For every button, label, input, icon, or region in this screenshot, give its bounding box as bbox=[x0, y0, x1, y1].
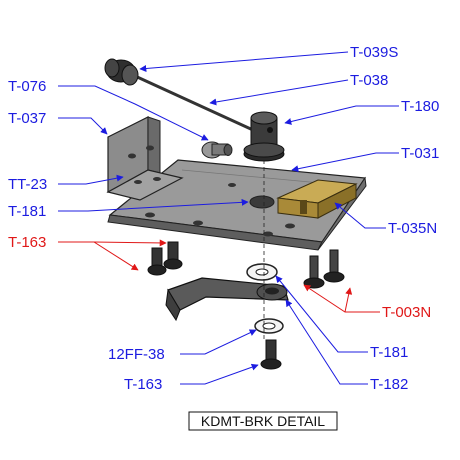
leader-t163b bbox=[180, 363, 259, 385]
leader-lines bbox=[58, 51, 399, 385]
callout-t031: T-031 bbox=[401, 145, 439, 162]
screw-lower bbox=[260, 339, 282, 370]
leader-t003n-2 bbox=[344, 287, 353, 313]
leader-t031 bbox=[291, 152, 399, 173]
callout-t039s: T-039S bbox=[350, 44, 398, 61]
angle-bracket bbox=[106, 116, 184, 201]
handle-assembly bbox=[104, 58, 254, 132]
callout-t076: T-076 bbox=[8, 78, 46, 95]
callout-t035n: T-035N bbox=[388, 220, 437, 237]
washer-lower bbox=[254, 318, 284, 334]
leader-t038 bbox=[209, 79, 349, 106]
washer-upper bbox=[246, 263, 278, 281]
screw-pair-right bbox=[303, 249, 345, 289]
leader-t181b bbox=[275, 275, 368, 353]
callout-t181a: T-181 bbox=[8, 203, 46, 220]
diagram-title: KDMT-BRK DETAIL bbox=[201, 413, 325, 429]
callout-t180: T-180 bbox=[401, 98, 439, 115]
callout-t163a: T-163 bbox=[8, 234, 46, 251]
callout-t037: T-037 bbox=[8, 110, 46, 127]
callout-t182: T-182 bbox=[370, 376, 408, 393]
callout-ff38: 12FF-38 bbox=[108, 346, 165, 363]
leader-t039s bbox=[139, 51, 349, 72]
leader-t163a-2 bbox=[93, 239, 167, 247]
diagram-title-box: KDMT-BRK DETAIL bbox=[188, 411, 338, 431]
screw-pair-left bbox=[147, 241, 183, 276]
callout-t163b: T-163 bbox=[124, 376, 162, 393]
callout-tt23: TT-23 bbox=[8, 176, 47, 193]
leader-t181a bbox=[58, 198, 249, 212]
leader-ff38 bbox=[180, 329, 257, 355]
leader-t163a-1 bbox=[58, 241, 139, 271]
pivot-shaft bbox=[243, 111, 285, 162]
clevis-pin bbox=[201, 141, 233, 159]
callout-t181b: T-181 bbox=[370, 344, 408, 361]
leader-t182 bbox=[285, 299, 368, 385]
leader-tt23 bbox=[58, 174, 124, 185]
link-arm bbox=[165, 277, 289, 322]
leader-t076 bbox=[58, 85, 209, 141]
callout-t038: T-038 bbox=[350, 72, 388, 89]
callout-labels: T-039S T-038 T-076T-180T-037T-031TT-23T-18… bbox=[8, 44, 439, 393]
callout-t003n: T-003N bbox=[382, 304, 431, 321]
leader-t003n-1 bbox=[303, 284, 380, 313]
brass-block bbox=[276, 179, 358, 219]
leader-t035n bbox=[334, 202, 386, 229]
leader-t180 bbox=[284, 105, 399, 125]
leader-t037 bbox=[58, 117, 108, 135]
